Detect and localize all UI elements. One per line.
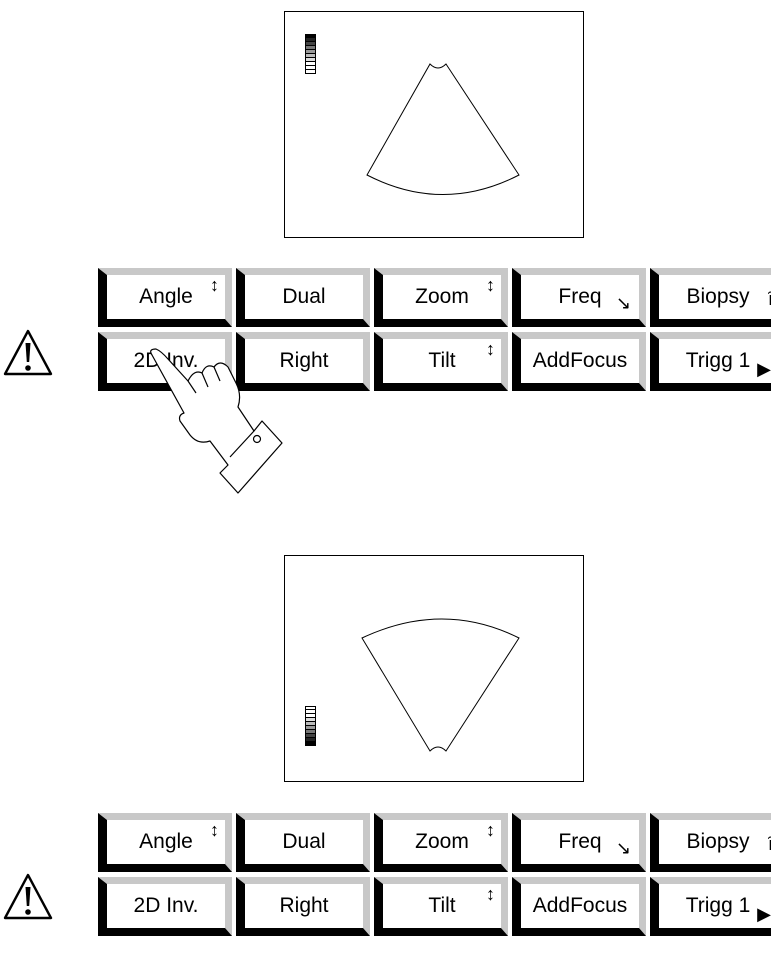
2d-inv-key[interactable]: 2D Inv. — [98, 877, 232, 936]
play-triangle-icon: ▶ — [757, 359, 771, 379]
play-triangle-icon: ▶ — [757, 904, 771, 924]
biopsy-key[interactable]: Biopsy ȋ — [650, 813, 771, 872]
down-right-arrow-icon: ↘ — [615, 838, 631, 858]
warning-triangle-icon — [3, 329, 53, 376]
pointing-hand-icon — [150, 348, 283, 494]
dual-key[interactable]: Dual — [236, 268, 370, 327]
zoom-key[interactable]: Zoom ↕ — [374, 268, 508, 327]
trigg-1-key[interactable]: Trigg 1 ▶ — [650, 877, 771, 936]
sector-image — [361, 618, 520, 752]
add-focus-key[interactable]: AddFocus — [512, 877, 646, 936]
freq-key[interactable]: Freq ↘ — [512, 813, 646, 872]
add-focus-key[interactable]: AddFocus — [512, 332, 646, 391]
tilt-key[interactable]: Tilt ↕ — [374, 332, 508, 391]
up-down-arrow-icon: ↕ — [210, 820, 219, 840]
biopsy-icon: ȋ — [767, 834, 771, 854]
grayscale-bar — [305, 34, 316, 74]
right-key[interactable]: Right — [236, 877, 370, 936]
ultrasound-screen-top — [284, 11, 584, 238]
up-down-arrow-icon: ↕ — [486, 339, 495, 359]
up-down-arrow-icon: ↕ — [210, 275, 219, 295]
angle-key[interactable]: Angle ↕ — [98, 813, 232, 872]
zoom-key[interactable]: Zoom ↕ — [374, 813, 508, 872]
angle-key[interactable]: Angle ↕ — [98, 268, 232, 327]
biopsy-icon: ȋ — [767, 289, 771, 309]
biopsy-key[interactable]: Biopsy ȋ — [650, 268, 771, 327]
dual-key[interactable]: Dual — [236, 813, 370, 872]
sector-image — [366, 63, 520, 195]
up-down-arrow-icon: ↕ — [486, 820, 495, 840]
trigg-1-key[interactable]: Trigg 1 ▶ — [650, 332, 771, 391]
up-down-arrow-icon: ↕ — [486, 884, 495, 904]
ultrasound-screen-bottom — [284, 555, 584, 782]
warning-triangle-icon — [3, 873, 53, 920]
grayscale-bar — [305, 706, 316, 746]
right-key[interactable]: Right — [236, 332, 370, 391]
tilt-key[interactable]: Tilt ↕ — [374, 877, 508, 936]
up-down-arrow-icon: ↕ — [486, 275, 495, 295]
freq-key[interactable]: Freq ↘ — [512, 268, 646, 327]
down-right-arrow-icon: ↘ — [615, 293, 631, 313]
